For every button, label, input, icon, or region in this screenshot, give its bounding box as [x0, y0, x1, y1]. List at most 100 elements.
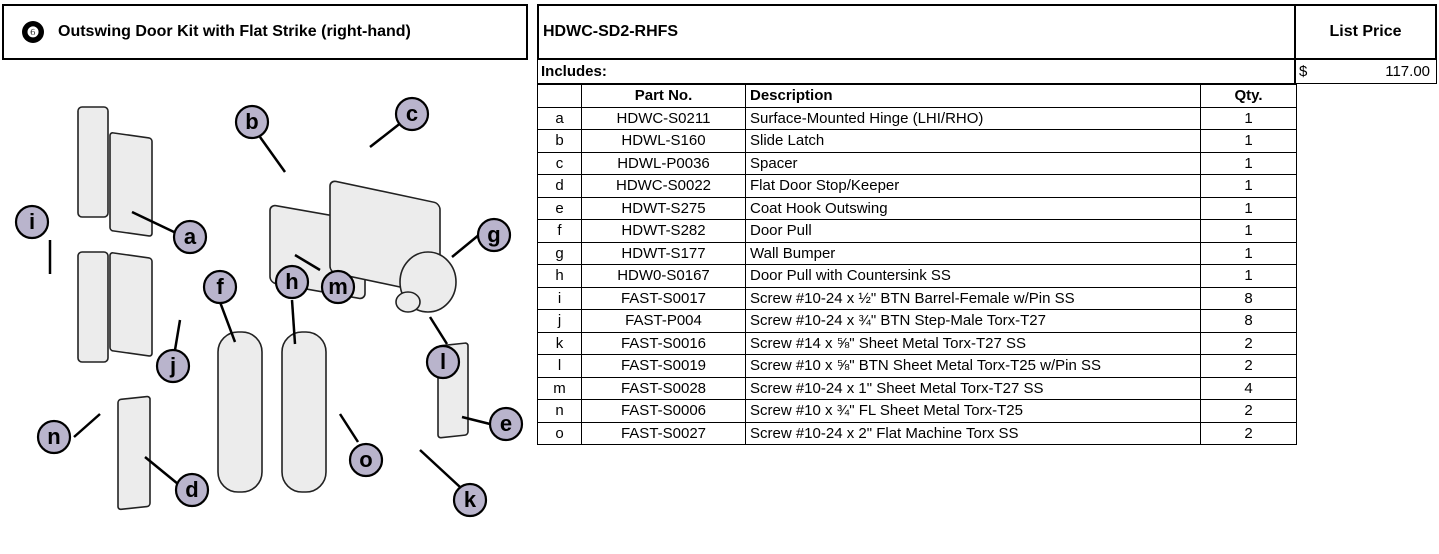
part-qty: 1 — [1200, 219, 1297, 243]
callout-o: o — [348, 442, 384, 478]
callout-letter: l — [440, 349, 446, 374]
part-description: Screw #14 x ⅝" Sheet Metal Torx-T27 SS — [745, 331, 1201, 355]
part-letter: d — [537, 174, 582, 198]
part-qty: 2 — [1200, 331, 1297, 355]
part-number: HDWC-S0022 — [581, 174, 746, 198]
part-letter: o — [537, 421, 582, 445]
part-description: Screw #10 x ¾" FL Sheet Metal Torx-T25 — [745, 399, 1201, 423]
part-qty: 1 — [1200, 129, 1297, 153]
bumper-drawing — [395, 251, 457, 313]
part-letter: l — [537, 354, 582, 378]
callout-letter: c — [406, 101, 418, 126]
callout-n: n — [36, 419, 72, 455]
callout-letter: h — [285, 269, 298, 294]
callout-g: g — [476, 217, 512, 253]
part-letter: a — [537, 106, 582, 130]
part-letter: k — [537, 331, 582, 355]
part-letter: h — [537, 264, 582, 288]
list-price-value: $ 117.00 — [1294, 60, 1437, 84]
part-qty: 1 — [1200, 106, 1297, 130]
hinge-drawings — [77, 106, 153, 363]
part-number: FAST-S0016 — [581, 331, 746, 355]
part-letter: m — [537, 376, 582, 400]
keeper-and-hook-drawings — [117, 342, 469, 511]
part-number: HDWT-S282 — [581, 219, 746, 243]
list-price-header: List Price — [1294, 4, 1437, 60]
callout-a: a — [172, 219, 208, 255]
part-number: FAST-S0006 — [581, 399, 746, 423]
callout-f: f — [202, 269, 238, 305]
part-qty: 1 — [1200, 151, 1297, 175]
part-number: HDWC-S0211 — [581, 106, 746, 130]
part-letter: n — [537, 399, 582, 423]
arrows — [48, 121, 491, 488]
part-letter: f — [537, 219, 582, 243]
item-number-badge: ❻ — [22, 21, 44, 43]
part-letter: e — [537, 196, 582, 220]
part-description: Screw #10-24 x ½" BTN Barrel-Female w/Pi… — [745, 286, 1201, 310]
callout-m: m — [320, 269, 356, 305]
part-qty: 1 — [1200, 196, 1297, 220]
parts-table-header: Part No. Description Qty. — [537, 84, 1297, 108]
part-number: FAST-S0019 — [581, 354, 746, 378]
part-description: Slide Latch — [745, 129, 1201, 153]
callout-e: e — [488, 406, 524, 442]
callout-letter: b — [245, 109, 258, 134]
price-amount: 117.00 — [1385, 63, 1430, 80]
part-qty: 1 — [1200, 174, 1297, 198]
part-letter: b — [537, 129, 582, 153]
col-header-letter — [537, 84, 582, 108]
part-description: Door Pull with Countersink SS — [745, 264, 1201, 288]
callout-letter: d — [185, 477, 198, 502]
part-description: Screw #10 x ⅝" BTN Sheet Metal Torx-T25 … — [745, 354, 1201, 378]
part-letter: i — [537, 286, 582, 310]
callout-k: k — [452, 482, 488, 518]
part-qty: 1 — [1200, 241, 1297, 265]
part-description: Wall Bumper — [745, 241, 1201, 265]
callout-letter: a — [184, 224, 197, 249]
callout-letter: o — [359, 447, 372, 472]
callout-h: h — [274, 264, 310, 300]
col-header-part-no: Part No. — [581, 84, 746, 108]
part-number: HDW0-S0167 — [581, 264, 746, 288]
part-qty: 8 — [1200, 286, 1297, 310]
part-qty: 4 — [1200, 376, 1297, 400]
kit-sku: HDWC-SD2-RHFS — [537, 4, 1296, 60]
callout-labels: a b c d e f g h i j k l m n o — [14, 96, 524, 518]
callout-letter: g — [487, 222, 500, 247]
part-number: HDWL-S160 — [581, 129, 746, 153]
callout-letter: j — [169, 353, 176, 378]
callout-letter: e — [500, 411, 512, 436]
callout-d: d — [174, 472, 210, 508]
part-number: HDWL-P0036 — [581, 151, 746, 175]
part-number: FAST-S0027 — [581, 421, 746, 445]
part-description: Surface-Mounted Hinge (LHI/RHO) — [745, 106, 1201, 130]
part-qty: 2 — [1200, 421, 1297, 445]
callout-i: i — [14, 204, 50, 240]
part-description: Flat Door Stop/Keeper — [745, 174, 1201, 198]
callout-b: b — [234, 104, 270, 140]
callout-letter: f — [216, 274, 224, 299]
part-description: Spacer — [745, 151, 1201, 175]
callout-letter: i — [29, 209, 35, 234]
includes-label: Includes: — [537, 60, 1296, 84]
col-header-description: Description — [745, 84, 1201, 108]
callout-j: j — [155, 348, 191, 384]
part-number: HDWT-S275 — [581, 196, 746, 220]
part-number: HDWT-S177 — [581, 241, 746, 265]
part-description: Screw #10-24 x 2" Flat Machine Torx SS — [745, 421, 1201, 445]
part-qty: 2 — [1200, 354, 1297, 378]
callout-letter: k — [464, 487, 477, 512]
parts-illustration: a b c d e f g h i j k l m n o — [14, 96, 524, 518]
